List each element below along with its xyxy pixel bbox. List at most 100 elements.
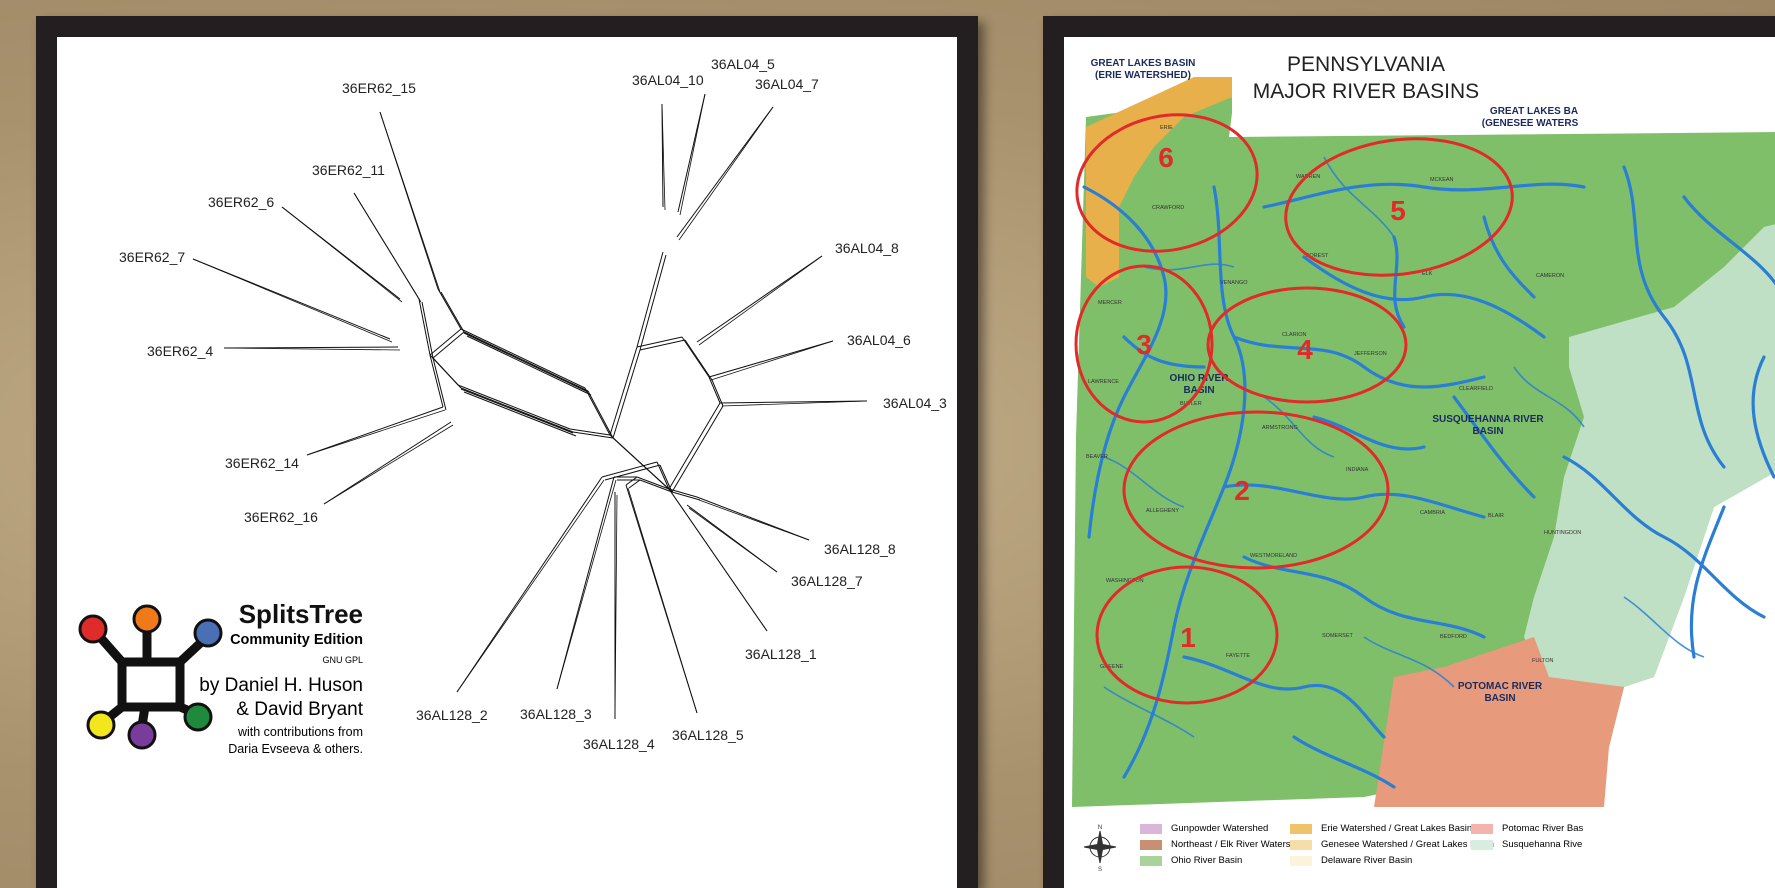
county-label: ERIE	[1160, 125, 1173, 131]
network-edge	[636, 476, 670, 490]
county-label: BLAIR	[1488, 513, 1504, 519]
right-poster-frame: PENNSYLVANIA MAJOR RIVER BASINS GREAT LA…	[1043, 16, 1775, 888]
legend-item-delaware: Delaware River Basin	[1290, 855, 1412, 866]
circle-number-4: 4	[1297, 334, 1313, 365]
network-edge	[677, 93, 706, 213]
legend-swatch	[1471, 839, 1493, 850]
network-edge	[668, 488, 698, 498]
network-edge	[587, 390, 614, 439]
tip-label: 36ER62_4	[147, 343, 213, 359]
network-edge	[601, 461, 658, 478]
network-edge	[437, 288, 462, 330]
network-edge	[676, 106, 774, 238]
tip-label: 36ER62_14	[225, 455, 299, 471]
network-edge	[671, 491, 701, 501]
tip-label: 36AL04_8	[835, 240, 899, 256]
network-edge	[612, 437, 673, 493]
network-edge	[636, 251, 664, 348]
network-edge	[429, 354, 444, 408]
pennsylvania-basin-map: PENNSYLVANIA MAJOR RIVER BASINS GREAT LA…	[1064, 37, 1775, 888]
network-edge	[556, 476, 615, 690]
network-edge	[457, 384, 571, 430]
network-edge	[639, 479, 673, 493]
county-label: CAMBRIA	[1420, 510, 1445, 516]
network-edge	[432, 331, 465, 359]
svg-text:N: N	[1098, 825, 1102, 831]
tip-label: 36ER62_11	[312, 162, 385, 178]
legend-swatch	[1290, 839, 1312, 850]
legend-item-erie: Erie Watershed / Great Lakes Basin	[1290, 823, 1472, 834]
tip-label: 36AL128_8	[824, 541, 896, 557]
county-label: CRAWFORD	[1152, 205, 1184, 211]
logo-author-1: by Daniel H. Huson	[199, 675, 363, 696]
network-edge	[432, 357, 462, 389]
network-edge	[463, 391, 577, 437]
network-edge	[192, 258, 393, 343]
network-edge	[659, 464, 673, 493]
network-edge	[432, 357, 447, 411]
county-label: CLARION	[1282, 332, 1306, 338]
county-label: CLEARFIELD	[1459, 386, 1493, 392]
county-label: SOMERSET	[1322, 633, 1354, 639]
label-great-lakes-erie-1: GREAT LAKES BASIN	[1091, 58, 1196, 69]
tip-label: 36AL04_5	[711, 56, 775, 72]
label-potomac-2: BASIN	[1484, 693, 1515, 704]
county-label: VENANGO	[1220, 280, 1248, 286]
map-title-1: PENNSYLVANIA	[1287, 53, 1445, 76]
label-great-lakes-erie-2: (ERIE WATERSHED)	[1095, 70, 1191, 81]
circle-number-2: 2	[1234, 475, 1250, 506]
county-label: WASHINGTON	[1106, 578, 1144, 584]
tip-label: 36AL04_7	[755, 76, 819, 92]
network-edge	[466, 335, 592, 396]
network-edge	[698, 255, 823, 346]
network-edge	[456, 479, 605, 693]
legend-item-ohio: Ohio River Basin	[1140, 855, 1242, 866]
network-edge	[440, 291, 465, 333]
county-label: HUNTINGDON	[1544, 530, 1581, 536]
network-edge	[721, 400, 868, 407]
map-title-2: MAJOR RIVER BASINS	[1253, 80, 1479, 103]
network-edge	[678, 106, 774, 241]
label-genesee-2: (GENESEE WATERS	[1482, 118, 1579, 129]
network-edge	[627, 487, 698, 714]
county-label: FAYETTE	[1226, 653, 1250, 659]
network-edge	[353, 192, 422, 303]
network-edge	[379, 111, 441, 293]
network-edge	[711, 379, 724, 407]
legend-swatch	[1471, 823, 1493, 834]
county-label: BUTLER	[1180, 401, 1202, 407]
legend-item-susquehanna: Susquehanna Rive	[1471, 839, 1582, 850]
network-edge	[719, 400, 868, 404]
legend-item-potomac: Potomac River Bas	[1471, 823, 1583, 834]
legend-swatch	[1140, 855, 1162, 866]
network-edge	[639, 339, 686, 351]
network-edge	[460, 388, 574, 434]
label-potomac-1: POTOMAC RIVER	[1458, 681, 1543, 692]
network-edge	[463, 331, 589, 392]
network-edge	[639, 254, 667, 351]
label-ohio-1: OHIO RIVER	[1170, 373, 1230, 384]
tip-label: 36AL04_10	[632, 72, 704, 88]
logo-title: SplitsTree	[238, 599, 363, 629]
county-label: JEFFERSON	[1354, 351, 1387, 357]
network-edge	[671, 405, 724, 493]
label-susquehanna-1: SUSQUEHANNA RIVER	[1432, 414, 1544, 425]
tip-label: 36AL128_3	[520, 706, 592, 722]
network-edge	[609, 346, 638, 436]
county-label: ELK	[1422, 271, 1433, 277]
splitstree-logo-icon	[78, 604, 223, 750]
logo-license: GNU GPL	[322, 655, 363, 665]
network-edge	[223, 346, 399, 349]
label-genesee-1: GREAT LAKES BA	[1490, 106, 1578, 117]
county-label: FULTON	[1532, 658, 1554, 664]
county-label: INDIANA	[1346, 467, 1369, 473]
logo-edition: Community Edition	[230, 632, 363, 648]
network-edge	[614, 494, 618, 720]
county-label: ALLEGHENY	[1146, 508, 1179, 514]
network-edge	[421, 301, 434, 359]
network-edge	[698, 499, 810, 541]
tip-label: 36ER62_16	[244, 509, 318, 525]
logo-contrib-1: with contributions from	[237, 725, 363, 739]
